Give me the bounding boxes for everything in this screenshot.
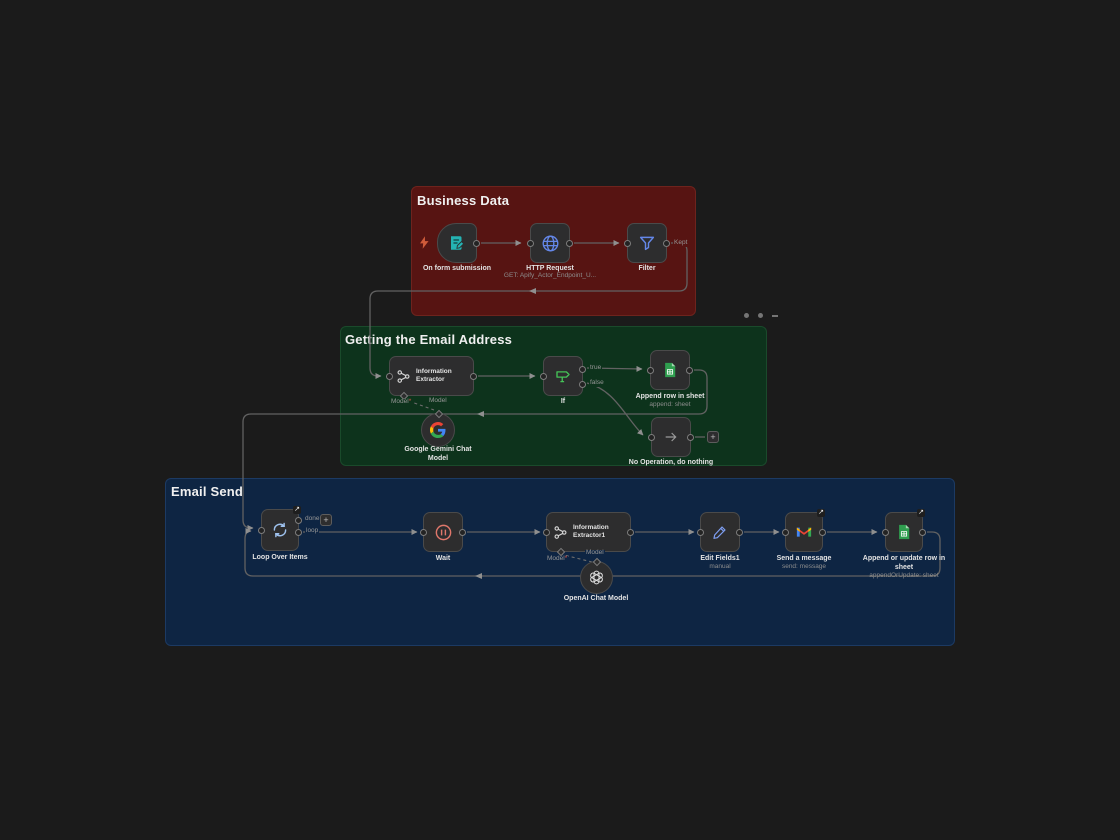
edit-icon[interactable]	[758, 313, 763, 318]
output-port-done[interactable]	[295, 517, 302, 524]
node-label-edit-fields1: Edit Fields1	[700, 555, 740, 562]
node-subtitle-send-a-message: send: message	[781, 563, 827, 570]
pause-icon	[434, 523, 453, 542]
node-send-a-message[interactable]: ↗	[782, 509, 826, 552]
output-port-true[interactable]	[579, 366, 586, 373]
funnel-icon	[638, 234, 656, 252]
input-port[interactable]	[540, 373, 547, 380]
output-port[interactable]	[686, 367, 693, 374]
add-node-button[interactable]: +	[707, 431, 719, 443]
external-link-icon: ↗	[917, 509, 925, 517]
node-subtitle-http-request: GET: Apify_Actor_Endpoint_U...	[503, 272, 597, 279]
node-wait[interactable]	[420, 512, 466, 552]
output-port[interactable]	[919, 529, 926, 536]
options-icon[interactable]	[772, 314, 778, 317]
node-information-extractor[interactable]: Information Extractor	[386, 356, 477, 401]
output-port[interactable]	[566, 240, 573, 247]
sticky-note-toolbar[interactable]	[744, 313, 778, 318]
model-label: Model	[428, 397, 448, 405]
sticky-title-email-send: Email Send	[171, 484, 244, 499]
output-port[interactable]	[470, 373, 477, 380]
output-port[interactable]	[736, 529, 743, 536]
node-label-send-a-message: Send a message	[776, 555, 832, 562]
signpost-split-icon	[554, 367, 572, 385]
node-no-operation[interactable]	[648, 417, 694, 457]
output-branch-label-kept: Kept	[673, 239, 689, 247]
node-label-append-row: Append row in sheet	[635, 393, 705, 400]
node-inner-label: Information Extractor1	[573, 523, 609, 539]
node-append-or-update-row[interactable]: ↗	[882, 509, 926, 552]
input-port[interactable]	[782, 529, 789, 536]
output-port[interactable]	[687, 434, 694, 441]
node-inner-label: Information Extractor	[416, 367, 452, 383]
node-append-row-in-sheet[interactable]	[647, 350, 693, 390]
output-branch-label-true: true	[589, 364, 603, 372]
palette-icon[interactable]	[744, 313, 749, 318]
external-link-icon: ↗	[293, 506, 301, 514]
input-port[interactable]	[648, 434, 655, 441]
input-port[interactable]	[624, 240, 631, 247]
form-icon	[448, 234, 466, 252]
output-port[interactable]	[459, 529, 466, 536]
trigger-lightning-icon	[420, 236, 429, 254]
node-if[interactable]	[540, 356, 586, 396]
external-link-icon: ↗	[817, 509, 825, 517]
globe-icon	[541, 234, 560, 253]
add-node-button[interactable]: +	[320, 514, 332, 526]
output-branch-label-done: done	[304, 515, 321, 523]
model-required-label: Model*	[390, 398, 413, 406]
node-on-form-submission[interactable]	[437, 223, 480, 263]
node-label-wait: Wait	[435, 555, 451, 562]
output-port[interactable]	[473, 240, 480, 247]
model-label: Model	[585, 549, 605, 557]
openai-logo-icon	[588, 569, 605, 586]
node-label-openai: OpenAI Chat Model	[563, 595, 629, 602]
output-port[interactable]	[627, 529, 634, 536]
node-label-filter: Filter	[638, 265, 656, 272]
input-port[interactable]	[882, 529, 889, 536]
input-port[interactable]	[697, 529, 704, 536]
input-port[interactable]	[258, 527, 265, 534]
google-sheets-icon	[661, 361, 679, 379]
input-port[interactable]	[527, 240, 534, 247]
sticky-title-email-address: Getting the Email Address	[345, 332, 513, 347]
input-port[interactable]	[647, 367, 654, 374]
output-port[interactable]	[819, 529, 826, 536]
model-required-label: Model*	[546, 555, 569, 563]
node-information-extractor1[interactable]: Information Extractor1	[543, 512, 634, 557]
node-subtitle-edit-fields1: manual	[709, 563, 731, 570]
input-port[interactable]	[543, 529, 550, 536]
node-label-no-operation: No Operation, do nothing	[628, 459, 714, 466]
node-loop-over-items[interactable]: ↗	[258, 506, 302, 551]
node-label-loop: Loop Over Items	[252, 554, 308, 561]
loop-refresh-icon	[271, 521, 289, 539]
node-label-if: If	[560, 398, 566, 405]
output-branch-label-loop: loop	[305, 527, 320, 535]
output-port[interactable]	[663, 240, 670, 247]
node-label-append-or-update: Append or update row in sheet	[862, 555, 946, 572]
gmail-icon	[795, 523, 813, 541]
molecule-icon	[553, 525, 568, 540]
pen-icon	[712, 524, 728, 540]
input-port[interactable]	[420, 529, 427, 536]
node-label-http-request: HTTP Request	[526, 265, 574, 272]
node-http-request[interactable]	[527, 223, 573, 263]
molecule-icon	[396, 369, 411, 384]
output-port-false[interactable]	[579, 381, 586, 388]
node-subtitle-append-or-update: appendOrUpdate: sheet	[869, 572, 939, 579]
output-branch-label-false: false	[589, 379, 605, 387]
google-logo-icon	[430, 422, 446, 438]
arrow-right-icon	[663, 429, 679, 445]
node-google-gemini-chat-model[interactable]	[421, 409, 455, 447]
node-filter[interactable]	[624, 223, 670, 263]
google-sheets-icon	[895, 523, 913, 541]
node-edit-fields1[interactable]	[697, 512, 743, 552]
node-subtitle-append-row: append: sheet	[649, 401, 691, 408]
input-port[interactable]	[386, 373, 393, 380]
sticky-title-business-data: Business Data	[417, 193, 510, 208]
node-label-on-form-submission: On form submission	[422, 265, 492, 272]
node-openai-chat-model[interactable]	[580, 557, 613, 594]
output-port-loop[interactable]	[295, 529, 302, 536]
node-label-gemini: Google Gemini Chat Model	[404, 446, 472, 463]
